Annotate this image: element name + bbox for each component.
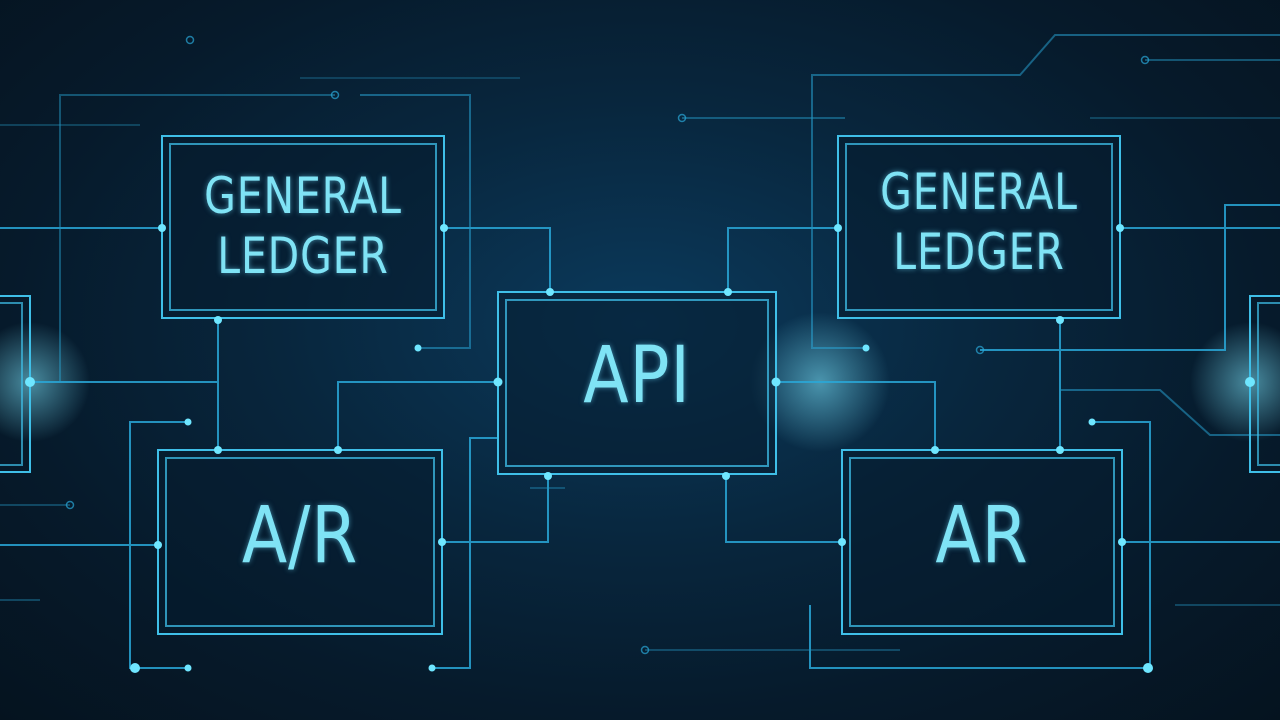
node-dot (438, 538, 446, 546)
hollow-nodes (65, 35, 1150, 655)
circuit-nodes (25, 224, 1255, 673)
node-dot (834, 224, 842, 232)
label-text: A/R (241, 491, 359, 581)
box-ar-right (841, 449, 1123, 635)
node-ring (185, 35, 195, 45)
label-text: API (583, 331, 691, 421)
node-dot (722, 472, 730, 480)
label-line: LEDGER (893, 223, 1065, 281)
box-api (497, 291, 777, 475)
box-general-ledger-right (837, 135, 1121, 319)
node-dot (184, 664, 192, 672)
node-dot (214, 446, 222, 454)
label-general-ledger-left: GENERAL LEDGER (187, 166, 418, 286)
trace (432, 437, 498, 669)
node-dot (1245, 377, 1255, 387)
node-dot (931, 446, 939, 454)
trace (1060, 389, 1280, 436)
label-general-ledger-right: GENERAL LEDGER (863, 162, 1094, 282)
node-dot (1116, 224, 1124, 232)
node-dot (334, 446, 342, 454)
trace (360, 94, 471, 349)
node-ring (65, 500, 75, 510)
node-dot (1088, 418, 1096, 426)
label-text: AR (935, 491, 1029, 581)
node-ring (640, 645, 650, 655)
circuit-traces (0, 34, 1280, 669)
box-ar-left (157, 449, 443, 635)
node-ring (677, 113, 687, 123)
trace (725, 476, 842, 543)
trace (809, 605, 1148, 669)
node-dot (1118, 538, 1126, 546)
label-ar-right: AR (863, 490, 1101, 584)
label-line: LEDGER (217, 227, 389, 285)
trace (442, 476, 549, 543)
trace (727, 227, 838, 292)
node-ring (975, 345, 985, 355)
node-dot (130, 663, 140, 673)
node-dot (428, 664, 436, 672)
node-dot (1143, 663, 1153, 673)
trace (444, 227, 551, 292)
node-dot (1056, 446, 1064, 454)
node-dot (214, 316, 222, 324)
trace (776, 381, 936, 450)
trace (59, 94, 335, 382)
node-dot (154, 541, 162, 549)
node-dot (440, 224, 448, 232)
trace (980, 204, 1280, 351)
node-dot (546, 288, 554, 296)
label-line: GENERAL (880, 163, 1078, 221)
label-ar-left: A/R (179, 490, 420, 584)
trace (1092, 421, 1151, 668)
node-dot (414, 344, 422, 352)
node-dot (493, 377, 503, 387)
ambient-glow-right (1190, 322, 1280, 442)
label-line: GENERAL (204, 167, 402, 225)
node-dot (724, 288, 732, 296)
node-dot (25, 377, 35, 387)
node-dot (544, 472, 552, 480)
node-ring (1140, 55, 1150, 65)
node-ring (330, 90, 340, 100)
node-dot (771, 377, 781, 387)
trace (811, 34, 1280, 349)
label-api: API (519, 330, 755, 424)
box-general-ledger-left (161, 135, 445, 319)
node-dot (158, 224, 166, 232)
node-dot (838, 538, 846, 546)
trace (337, 381, 498, 450)
node-dot (1056, 316, 1064, 324)
node-dot (862, 344, 870, 352)
node-dot (184, 418, 192, 426)
